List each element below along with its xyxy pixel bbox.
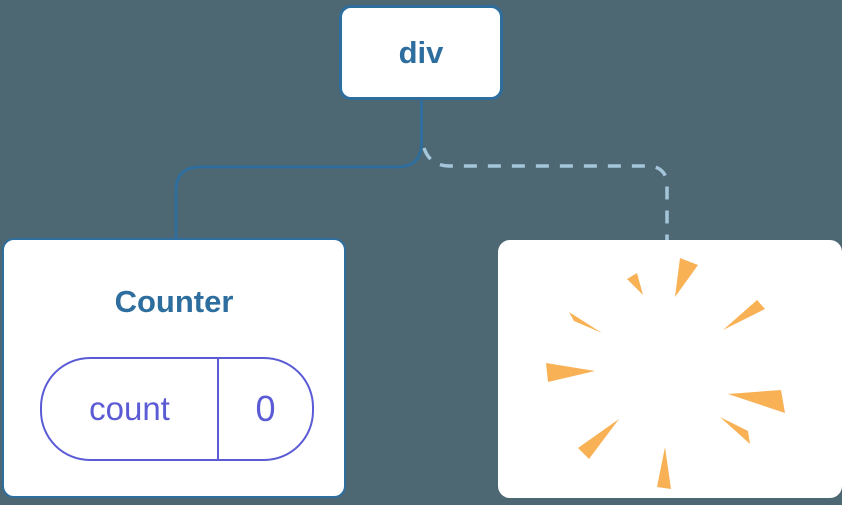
- node-div-label: div: [398, 34, 444, 70]
- state-pill: count 0: [40, 357, 314, 461]
- node-div: div: [339, 5, 503, 100]
- state-key: count: [42, 359, 219, 459]
- node-counter-title: Counter: [114, 284, 234, 319]
- node-counter: Counter count 0: [2, 238, 346, 498]
- poof-burst-icon: [546, 258, 785, 489]
- edge-div-to-removed: [422, 147, 669, 241]
- edge-div-to-counter: [174, 99, 423, 239]
- state-value: 0: [255, 388, 276, 429]
- node-removed: [498, 240, 842, 498]
- burst-rays: [546, 258, 785, 489]
